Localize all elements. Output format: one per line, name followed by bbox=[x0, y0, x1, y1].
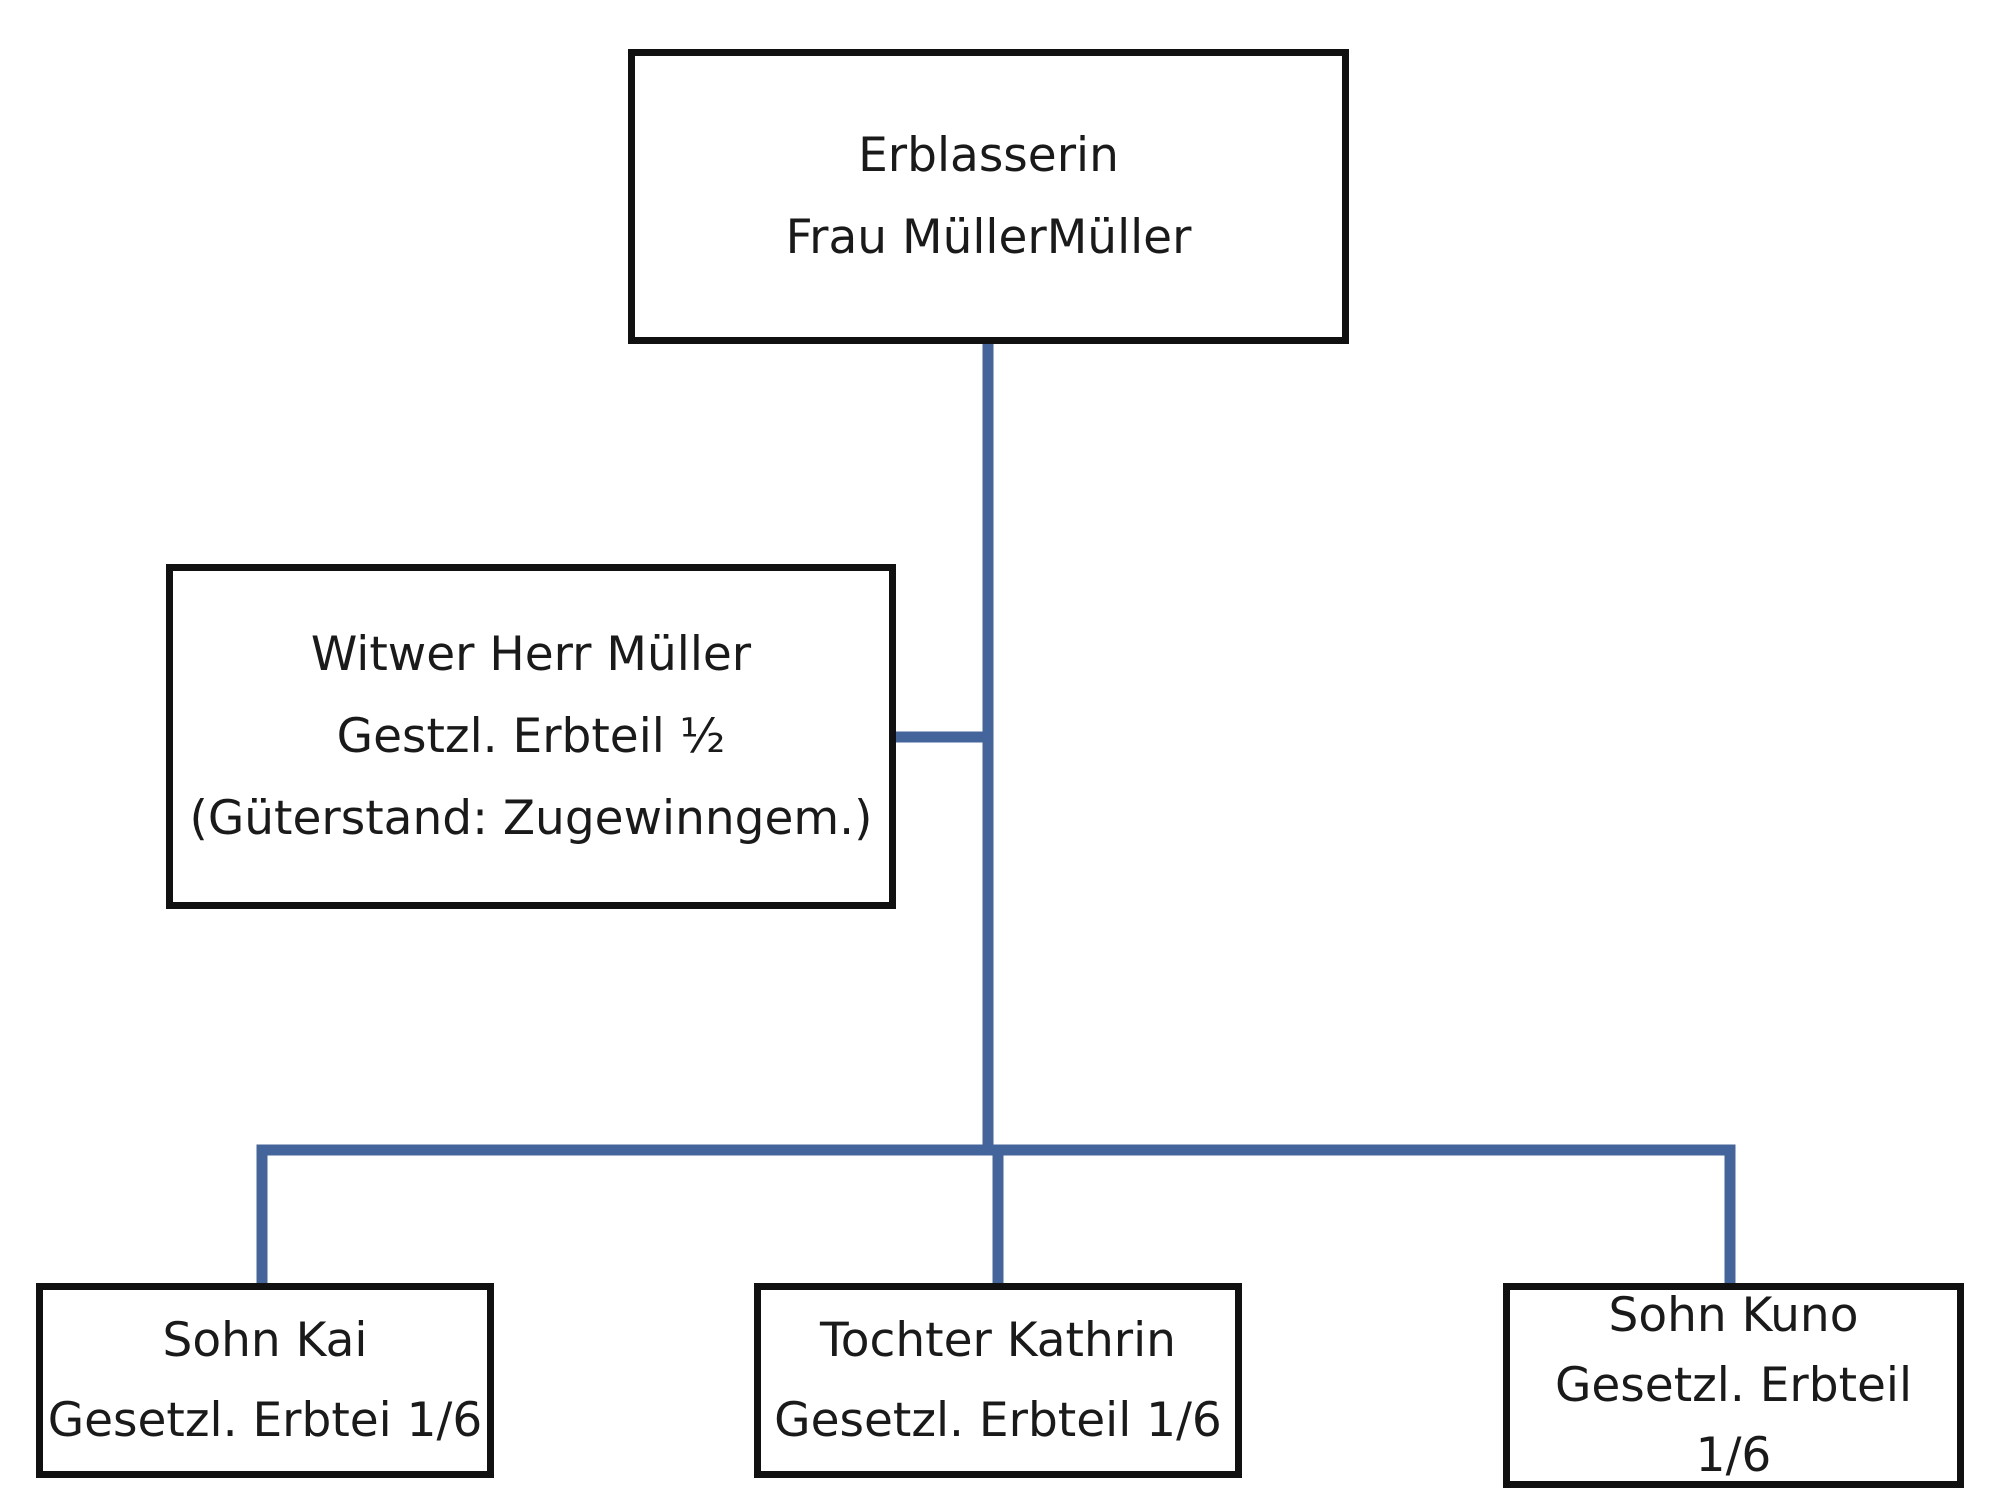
node-tochter-kathrin: Tochter Kathrin Gesetzl. Erbteil 1/6 bbox=[754, 1283, 1242, 1478]
witwer-erbteil: Gestzl. Erbteil ½ bbox=[336, 708, 726, 764]
kuno-name: Sohn Kuno bbox=[1608, 1287, 1859, 1343]
kai-name: Sohn Kai bbox=[162, 1312, 368, 1368]
node-witwer: Witwer Herr Müller Gestzl. Erbteil ½ (Gü… bbox=[166, 564, 896, 909]
kuno-erbteil-fraction: 1/6 bbox=[1695, 1427, 1772, 1483]
erblasserin-name: Frau MüllerMüller bbox=[785, 209, 1192, 265]
witwer-gueterstand: (Güterstand: Zugewinngem.) bbox=[189, 790, 873, 846]
kuno-erbteil: Gesetzl. Erbteil bbox=[1554, 1357, 1913, 1413]
kathrin-erbteil: Gesetzl. Erbteil 1/6 bbox=[774, 1392, 1222, 1448]
witwer-name: Witwer Herr Müller bbox=[310, 626, 752, 682]
kathrin-name: Tochter Kathrin bbox=[820, 1312, 1176, 1368]
node-erblasserin: Erblasserin Frau MüllerMüller bbox=[628, 49, 1349, 344]
node-sohn-kuno: Sohn Kuno Gesetzl. Erbteil 1/6 bbox=[1503, 1283, 1964, 1488]
erblasserin-title: Erblasserin bbox=[858, 127, 1119, 183]
kai-erbteil: Gesetzl. Erbtei 1/6 bbox=[47, 1392, 483, 1448]
node-sohn-kai: Sohn Kai Gesetzl. Erbtei 1/6 bbox=[36, 1283, 494, 1478]
